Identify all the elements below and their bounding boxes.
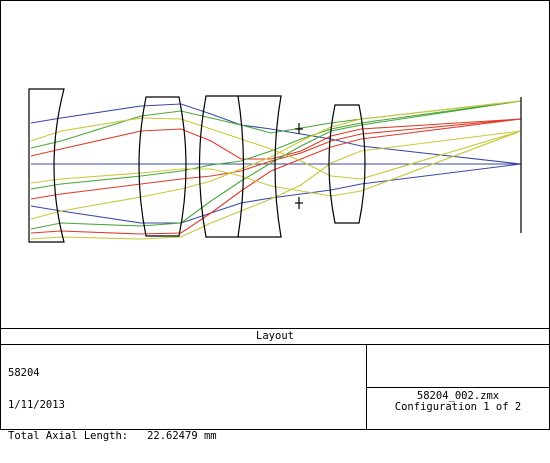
ray-yellow-4 xyxy=(30,100,522,220)
axial-length-value: 22.62479 mm xyxy=(147,430,217,442)
ray-yellow-1 xyxy=(30,117,522,180)
ray-green-1 xyxy=(30,100,522,149)
layout-window: Layout 58204 1/11/2013 Total Axial Lengt… xyxy=(0,0,550,441)
title-block-divider-horizontal xyxy=(366,387,549,388)
axial-length-row: Total Axial Length: 22.62479 mm xyxy=(8,431,217,442)
layout-title: Layout xyxy=(1,328,549,345)
ray-green-2 xyxy=(30,100,522,190)
configuration-label: Configuration 1 of 2 xyxy=(394,401,522,413)
design-id: 58204 xyxy=(8,367,40,379)
lens-element-2 xyxy=(138,96,187,237)
ray-blue-lower xyxy=(30,163,522,224)
ray-red-2 xyxy=(30,118,522,200)
design-date: 1/11/2013 xyxy=(8,398,65,411)
ray-green-3 xyxy=(30,100,522,230)
axial-length-label: Total Axial Length: xyxy=(8,430,129,442)
lens-element-4 xyxy=(238,95,282,238)
lens-layout-diagram xyxy=(28,88,522,243)
ray-red-3 xyxy=(30,118,522,235)
lens-element-5 xyxy=(328,104,366,224)
lens-element-1 xyxy=(28,88,65,243)
ray-red-1 xyxy=(30,118,522,160)
ray-yellow-2 xyxy=(30,130,522,197)
file-name: 58204_002.zmx xyxy=(416,390,500,402)
design-info: 58204 1/11/2013 Total Axial Length: 22.6… xyxy=(8,347,217,463)
